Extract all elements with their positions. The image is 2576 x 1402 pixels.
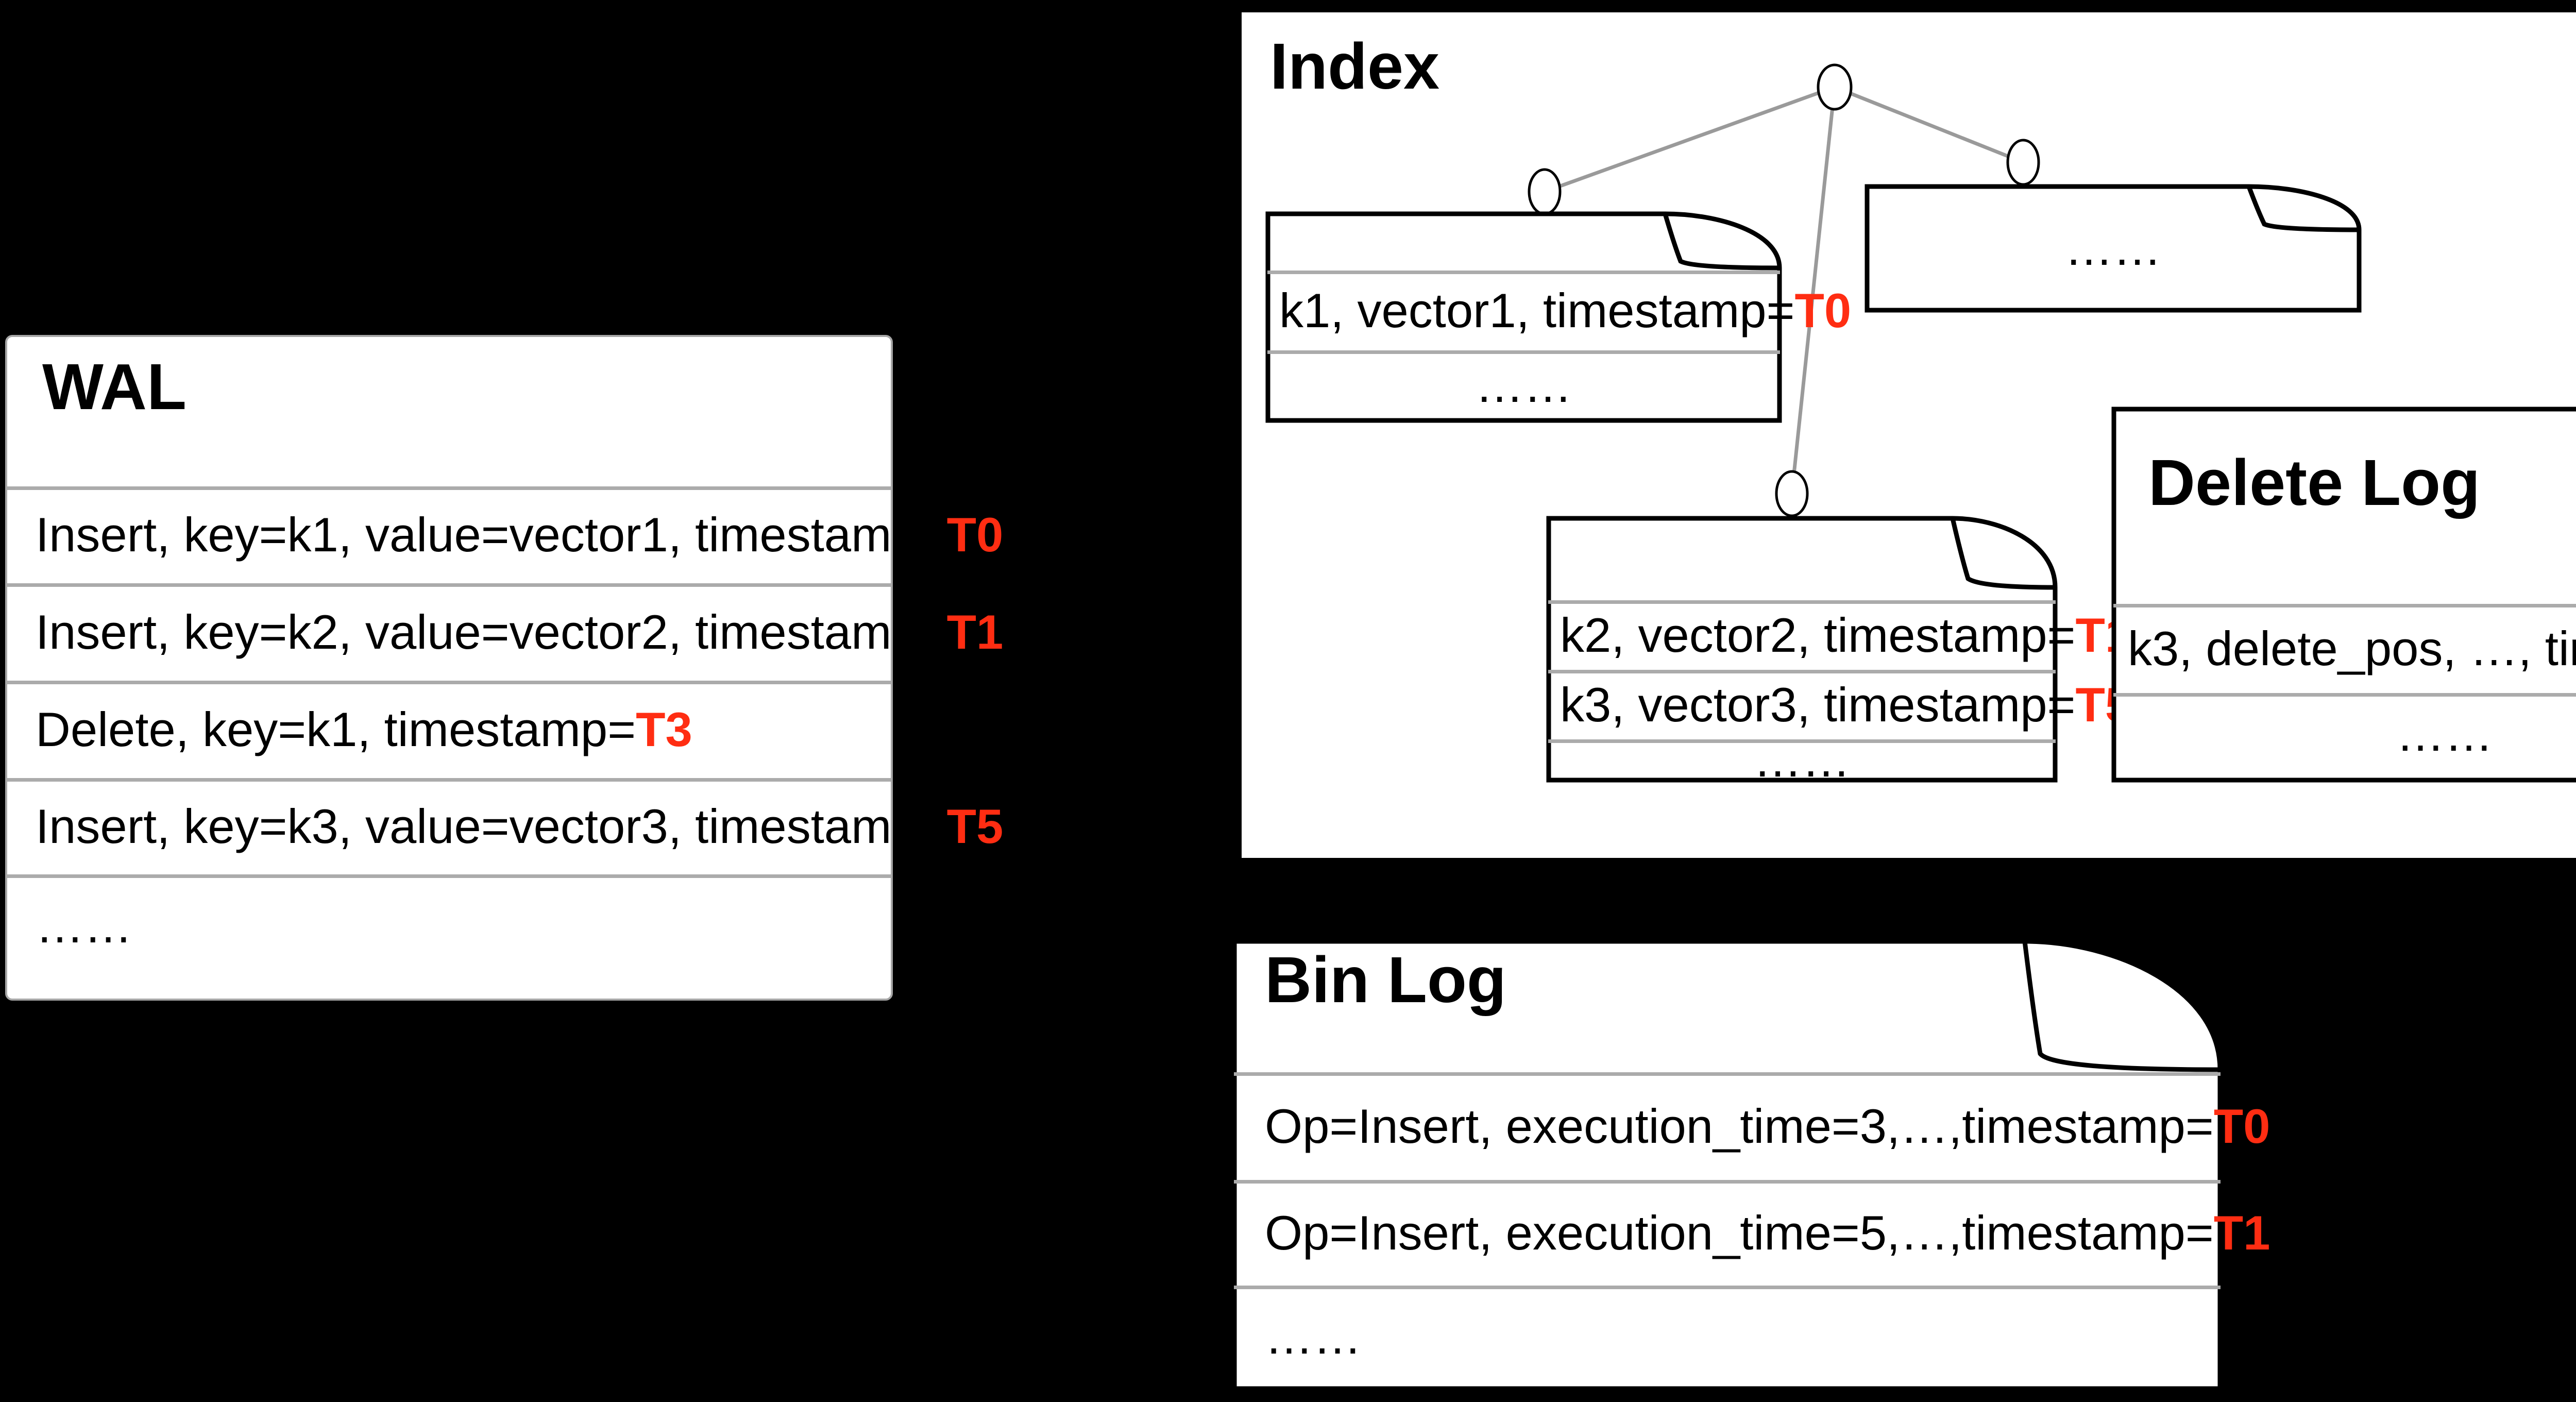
bin-log-entry-ellipsis: ……: [1265, 1286, 2218, 1389]
document-outline: [1865, 184, 2362, 313]
timestamp-value: T0: [1794, 283, 1852, 337]
entry-text: Op=Insert, execution_time=5,…,timestamp=: [1265, 1205, 2214, 1260]
entry-text: k3, delete_pos, …, timestamp=: [2128, 621, 2576, 675]
index-segment2-doc: k2, vector2, timestamp=T1 k3, vector3, t…: [1546, 515, 2132, 787]
log-entry-text: Delete, key=k1, timestamp=: [36, 702, 636, 756]
wal-title: WAL: [42, 350, 187, 423]
timestamp-value: T0: [2213, 1099, 2270, 1153]
bin-log-divider: [1234, 1286, 2221, 1289]
segment-entry-ellipsis: ……: [1551, 733, 2053, 787]
tree-node-left: [1528, 168, 1562, 215]
page-fold: [1950, 517, 2056, 590]
bin-log-entry: Op=Insert, execution_time=3,…,timestamp=…: [1265, 1072, 2270, 1180]
document-outline: [1232, 939, 2223, 1391]
page-fold: [2022, 941, 2221, 1072]
tree-node-root: [1817, 63, 1853, 111]
wal-divider: [7, 778, 891, 782]
bin-log-title: Bin Log: [1265, 943, 1506, 1016]
delete-log-divider: [2113, 693, 2576, 697]
entry-text: ……: [1753, 733, 1851, 787]
timestamp-value: T5: [946, 799, 1004, 853]
wal-log-entry-ellipsis: ……: [36, 874, 886, 977]
timestamp-value: T1: [2213, 1205, 2270, 1260]
segment-entry: k2, vector2, timestamp=T1: [1560, 600, 2132, 670]
wal-log-entry: Insert, key=k3, value=vector3, timestamp…: [36, 778, 1003, 874]
page-fold: [2246, 185, 2360, 232]
segment-divider: [1267, 271, 1780, 274]
bin-log-divider: [1234, 1072, 2221, 1076]
index-title: Index: [1270, 30, 1440, 103]
index-segment3-doc: ……: [1864, 183, 2362, 313]
wal-divider: [7, 486, 891, 490]
wal-divider: [7, 681, 891, 684]
document-outline: [1265, 211, 1782, 423]
log-entry-text: Insert, key=k1, value=vector1, timestamp…: [36, 508, 947, 562]
entry-text: k1, vector1, timestamp=: [1279, 283, 1795, 337]
wal-log-entry: Insert, key=k1, value=vector1, timestamp…: [36, 486, 1003, 583]
bin-log-doc: Bin Log Op=Insert, execution_time=3,…,ti…: [1231, 938, 2270, 1392]
delete-log-doc: Delete Log k3, delete_pos, …, timestamp=…: [2111, 406, 2576, 783]
entry-text: Op=Insert, execution_time=3,…,timestamp=: [1265, 1099, 2214, 1153]
timestamp-value: T3: [636, 702, 692, 756]
index-segment1-doc: k1, vector1, timestamp=T0 ……: [1265, 211, 1851, 424]
timestamp-value: T1: [946, 604, 1004, 659]
wal-divider: [7, 583, 891, 587]
index-tree: [1528, 63, 2040, 517]
tree-node-right: [2006, 139, 2040, 186]
bin-log-divider: [1234, 1180, 2221, 1184]
wal-divider: [7, 874, 891, 878]
log-entry-text: Insert, key=k2, value=vector2, timestamp…: [36, 604, 947, 659]
entry-text: k2, vector2, timestamp=: [1560, 607, 2076, 662]
timestamp-value: T0: [946, 508, 1004, 562]
segment-entry: k3, vector3, timestamp=T5: [1560, 670, 2132, 739]
page-fold: [1663, 213, 1780, 271]
wal-log-entry: Delete, key=k1, timestamp=T3: [36, 681, 886, 778]
wal-box: WAL Insert, key=k1, value=vector1, times…: [5, 335, 1003, 1001]
segment-divider: [1548, 670, 2056, 673]
wal-log-entry: Insert, key=k2, value=vector2, timestamp…: [36, 583, 1003, 681]
document-outline: [2111, 407, 2576, 783]
entry-text: ……: [1265, 1310, 1362, 1364]
tree-edge-root-right: [1834, 85, 2024, 164]
delete-log-entry-ellipsis: ……: [2116, 693, 2576, 775]
log-entry-text: Insert, key=k3, value=vector3, timestamp…: [36, 799, 947, 853]
entry-text: ……: [1475, 358, 1572, 412]
tree-edge-root-middle: [1790, 87, 1837, 494]
delete-log-divider: [2113, 604, 2576, 607]
log-entry-text: ……: [36, 899, 132, 953]
segment-entry-ellipsis: ……: [1270, 350, 1777, 420]
segment-divider: [1267, 350, 1780, 354]
entry-text: k3, vector3, timestamp=: [1560, 677, 2076, 732]
entry-text: ……: [2396, 707, 2493, 761]
bin-log-entry: Op=Insert, execution_time=5,…,timestamp=…: [1265, 1180, 2270, 1286]
segment-divider: [1548, 600, 2056, 604]
delete-log-entry: k3, delete_pos, …, timestamp=T3: [2128, 604, 2576, 693]
tree-edge-root-left: [1544, 85, 1836, 194]
document-outline: [1546, 516, 2058, 783]
delete-log-title: Delete Log: [2148, 446, 2481, 519]
segment-entry-ellipsis: ……: [1869, 189, 2357, 308]
segment-divider: [1548, 739, 2056, 743]
entry-text: ……: [2064, 221, 2162, 275]
tree-node-middle: [1775, 470, 1809, 517]
segment-entry: k1, vector1, timestamp=T0: [1279, 271, 1851, 350]
